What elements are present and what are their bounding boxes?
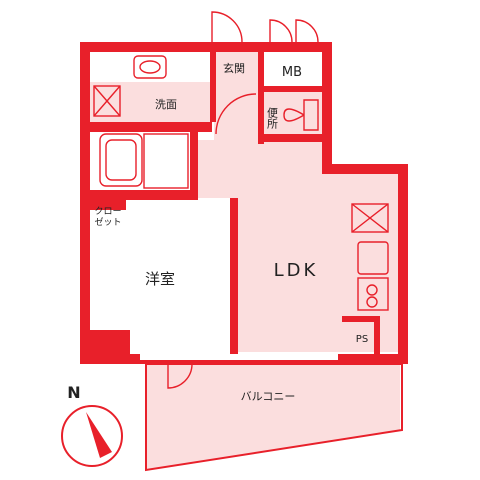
- door-swing-balcony: [167, 363, 193, 389]
- wall-bottom-right: [338, 354, 408, 364]
- label-balcony: バルコニー: [241, 390, 296, 403]
- label-meter-box: MB: [282, 65, 302, 80]
- balcony-rail-top: [140, 360, 408, 364]
- compass-circle: [61, 405, 123, 467]
- ldk-floor: [196, 140, 402, 352]
- compass: N: [61, 383, 123, 467]
- wall-room-bottom: [90, 330, 130, 358]
- balcony-floor: [146, 364, 400, 470]
- label-pipe-space: PS: [356, 334, 368, 345]
- wall-closet-bottom: [90, 194, 198, 200]
- compass-north-label: N: [67, 383, 80, 402]
- wall-left: [80, 42, 90, 364]
- label-washroom: 洗面: [155, 98, 177, 111]
- wall-bath-top: [90, 122, 212, 132]
- range-hood-icon: [351, 203, 389, 233]
- washing-machine-icon: [93, 85, 121, 117]
- walls: [80, 42, 408, 364]
- door-swing-entrance: [215, 93, 257, 135]
- wall-wash-entrance: [210, 52, 216, 122]
- wall-room-left: [90, 198, 126, 210]
- balcony-outline: [145, 363, 403, 472]
- wall-room-right: [230, 198, 238, 354]
- door-swing-top: [211, 11, 243, 43]
- door-swing-mb: [269, 19, 319, 43]
- wall-ps-side: [374, 316, 380, 356]
- western-room-floor: [126, 198, 234, 354]
- wall-right: [398, 164, 408, 364]
- north-arrow-icon: [86, 412, 112, 458]
- bathtub-icon: [99, 133, 143, 187]
- floor-fills: [88, 52, 402, 470]
- wall-bath-right: [190, 122, 198, 198]
- label-toilet: 便所: [266, 107, 279, 130]
- wash-basin-icon: [133, 55, 167, 79]
- stove-icon: [357, 277, 389, 311]
- wall-bottom-left: [80, 354, 140, 364]
- wall-bath-bottom: [90, 190, 190, 196]
- label-western-room: 洋室: [145, 270, 175, 288]
- wall-right-upper: [322, 42, 332, 172]
- shower-tiles: [143, 133, 189, 189]
- label-entrance: 玄関: [223, 61, 245, 75]
- wall-ps: [342, 316, 376, 322]
- sink-icon: [357, 241, 389, 275]
- fixtures: [93, 11, 389, 389]
- wall-top: [80, 42, 324, 52]
- wall-toilet-bottom: [260, 134, 324, 142]
- wall-mb-bottom: [264, 86, 322, 92]
- toilet-icon: [283, 99, 319, 131]
- label-closet: クローゼット: [94, 206, 121, 228]
- wall-entrance-toilet: [258, 52, 264, 144]
- label-ldk: LDK: [274, 260, 319, 281]
- toilet-floor: [262, 90, 324, 134]
- wall-right-step: [322, 164, 404, 174]
